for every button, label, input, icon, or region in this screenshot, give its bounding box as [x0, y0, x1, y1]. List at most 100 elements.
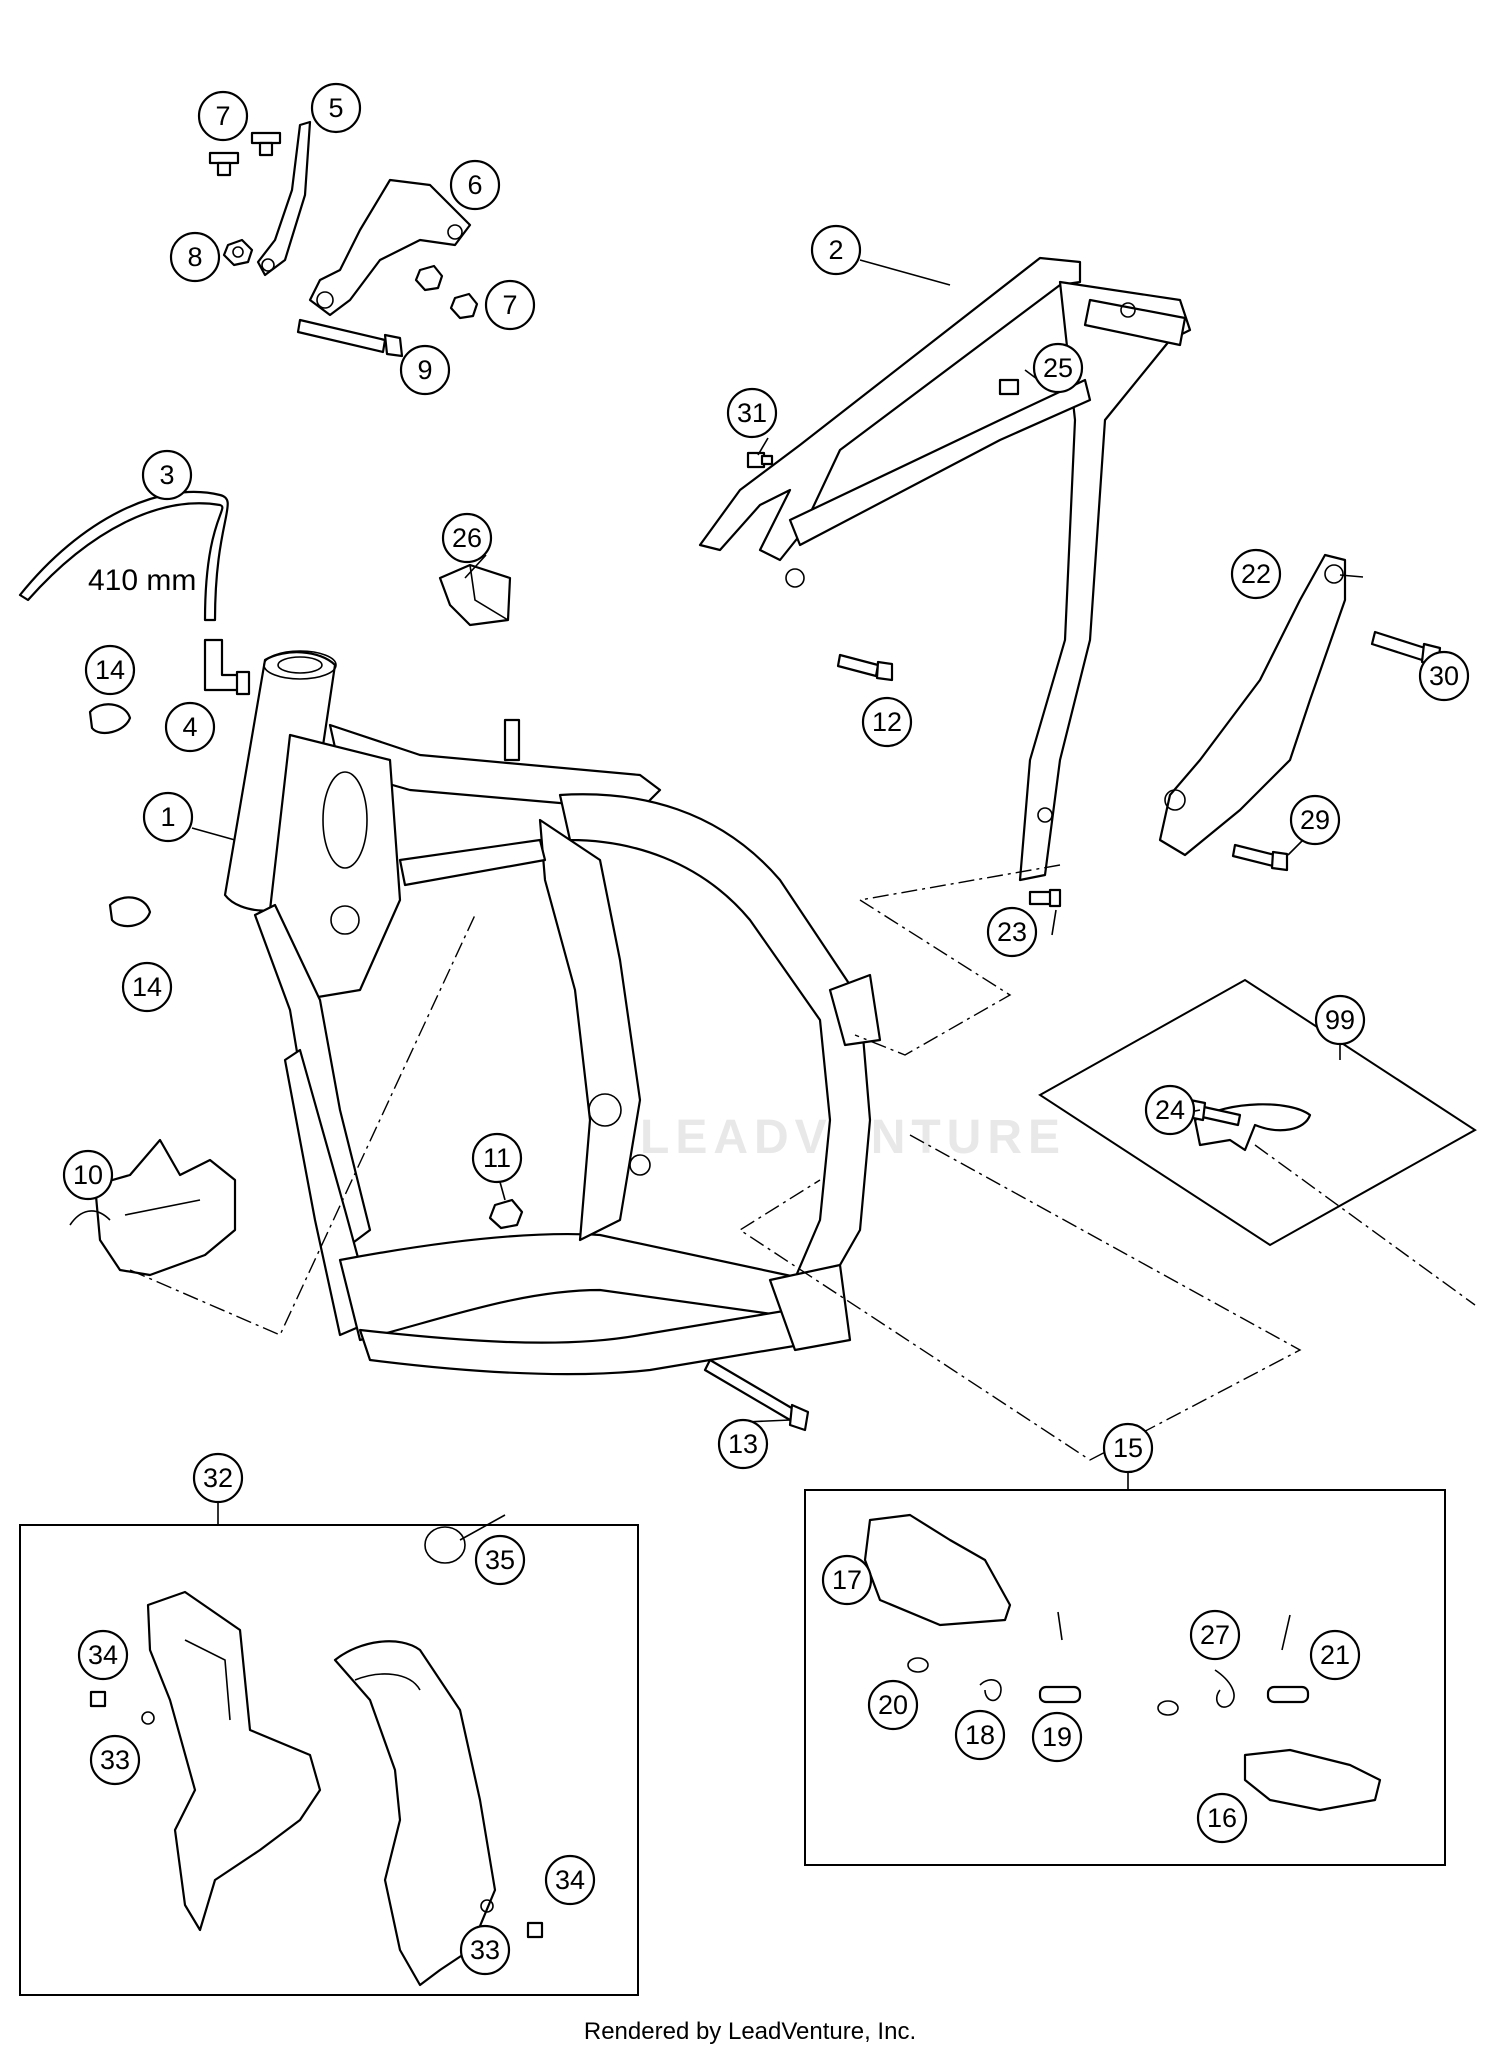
callout-15[interactable]: 15	[1102, 1422, 1154, 1474]
callout-34-left[interactable]: 34	[77, 1629, 129, 1681]
part-8-nut	[222, 238, 254, 267]
callout-2[interactable]: 2	[810, 224, 862, 276]
callout-8[interactable]: 8	[169, 231, 221, 283]
part-4-fitting	[203, 638, 251, 696]
svg-text:9: 9	[417, 355, 432, 385]
callout-18[interactable]: 18	[954, 1709, 1006, 1761]
svg-text:26: 26	[452, 523, 482, 553]
leader-lines	[191, 259, 1441, 1423]
callout-4[interactable]: 4	[164, 701, 216, 753]
callout-30[interactable]: 30	[1418, 650, 1470, 702]
callout-34-right[interactable]: 34	[544, 1854, 596, 1906]
part-12-bolt	[836, 653, 894, 682]
part-10-guard	[69, 1138, 237, 1277]
svg-text:29: 29	[1300, 805, 1330, 835]
part-14-clamp-top	[88, 703, 132, 735]
box-32-frame-protectors	[19, 1500, 639, 1996]
part-5-strut	[256, 120, 312, 277]
part-7-nuts	[414, 264, 479, 320]
part-25-bolt	[998, 378, 1020, 396]
callout-33-left[interactable]: 33	[89, 1734, 141, 1786]
part-29-bolt	[1231, 843, 1289, 872]
svg-text:16: 16	[1207, 1803, 1237, 1833]
callout-17[interactable]: 17	[821, 1554, 873, 1606]
svg-text:7: 7	[215, 101, 230, 131]
callout-9[interactable]: 9	[399, 344, 451, 396]
callout-32[interactable]: 32	[192, 1452, 244, 1504]
part-22-bracket	[1158, 553, 1347, 857]
hose-length-label: 410 mm	[88, 564, 196, 597]
callout-7-top[interactable]: 7	[197, 90, 249, 142]
svg-text:24: 24	[1155, 1095, 1185, 1125]
assembly-lines	[129, 864, 1476, 1461]
part-6-bracket	[308, 178, 472, 317]
svg-text:35: 35	[485, 1545, 515, 1575]
callout-31[interactable]: 31	[726, 387, 778, 439]
svg-text:18: 18	[965, 1720, 995, 1750]
svg-text:20: 20	[878, 1690, 908, 1720]
svg-text:22: 22	[1241, 559, 1271, 589]
callout-14-bottom[interactable]: 14	[121, 961, 173, 1013]
part-26-sticker	[438, 563, 512, 627]
part-7-bolts	[208, 131, 282, 177]
callout-6[interactable]: 6	[449, 159, 501, 211]
svg-text:17: 17	[832, 1565, 862, 1595]
footer-credit: Rendered by LeadVenture, Inc.	[583, 2018, 917, 2045]
callout-10[interactable]: 10	[62, 1149, 114, 1201]
callout-12[interactable]: 12	[861, 696, 913, 748]
svg-text:4: 4	[182, 712, 197, 742]
part-11-nut	[488, 1198, 524, 1230]
svg-text:10: 10	[73, 1160, 103, 1190]
svg-text:25: 25	[1043, 353, 1073, 383]
svg-text:21: 21	[1320, 1640, 1350, 1670]
svg-text:7: 7	[502, 290, 517, 320]
svg-text:1: 1	[160, 802, 175, 832]
svg-text:33: 33	[470, 1935, 500, 1965]
svg-text:11: 11	[483, 1143, 511, 1173]
box-15-footrests	[804, 1470, 1446, 1866]
callout-19[interactable]: 19	[1031, 1711, 1083, 1763]
callout-14-top[interactable]: 14	[84, 644, 136, 696]
callout-22[interactable]: 22	[1230, 548, 1282, 600]
svg-text:14: 14	[132, 972, 162, 1002]
part-1-frame	[223, 650, 882, 1376]
svg-text:8: 8	[187, 242, 202, 272]
callout-27[interactable]: 27	[1189, 1609, 1241, 1661]
callout-1[interactable]: 1	[142, 791, 194, 843]
svg-text:32: 32	[203, 1463, 233, 1493]
svg-text:23: 23	[997, 917, 1027, 947]
callout-24[interactable]: 24	[1144, 1084, 1196, 1136]
callout-16[interactable]: 16	[1196, 1792, 1248, 1844]
callout-11[interactable]: 11	[471, 1132, 523, 1184]
callout-21[interactable]: 21	[1309, 1629, 1361, 1681]
callout-23[interactable]: 23	[986, 906, 1038, 958]
svg-text:33: 33	[100, 1745, 130, 1775]
svg-text:15: 15	[1113, 1433, 1143, 1463]
callout-99[interactable]: 99	[1314, 994, 1366, 1046]
svg-text:27: 27	[1200, 1620, 1230, 1650]
svg-text:3: 3	[159, 460, 174, 490]
part-3-hose	[18, 490, 229, 622]
part-13-bolt	[703, 1358, 810, 1432]
part-31-bolt	[746, 451, 774, 469]
callout-13[interactable]: 13	[717, 1418, 769, 1470]
callout-7-right[interactable]: 7	[484, 279, 536, 331]
callout-5[interactable]: 5	[310, 82, 362, 134]
svg-text:2: 2	[828, 235, 843, 265]
callout-20[interactable]: 20	[867, 1679, 919, 1731]
part-14-clamp-bottom	[108, 896, 152, 928]
callout-25[interactable]: 25	[1032, 342, 1084, 394]
svg-text:34: 34	[88, 1640, 118, 1670]
callout-26[interactable]: 26	[441, 512, 493, 564]
callout-33-right[interactable]: 33	[459, 1924, 511, 1976]
svg-text:34: 34	[555, 1865, 585, 1895]
callout-35[interactable]: 35	[474, 1534, 526, 1586]
part-23-bolt	[1028, 888, 1062, 908]
part-2-subframe	[698, 256, 1192, 882]
part-9-bolt	[296, 318, 404, 358]
callout-3[interactable]: 3	[141, 449, 193, 501]
svg-text:99: 99	[1325, 1005, 1355, 1035]
svg-text:5: 5	[328, 93, 343, 123]
callout-29[interactable]: 29	[1289, 794, 1341, 846]
